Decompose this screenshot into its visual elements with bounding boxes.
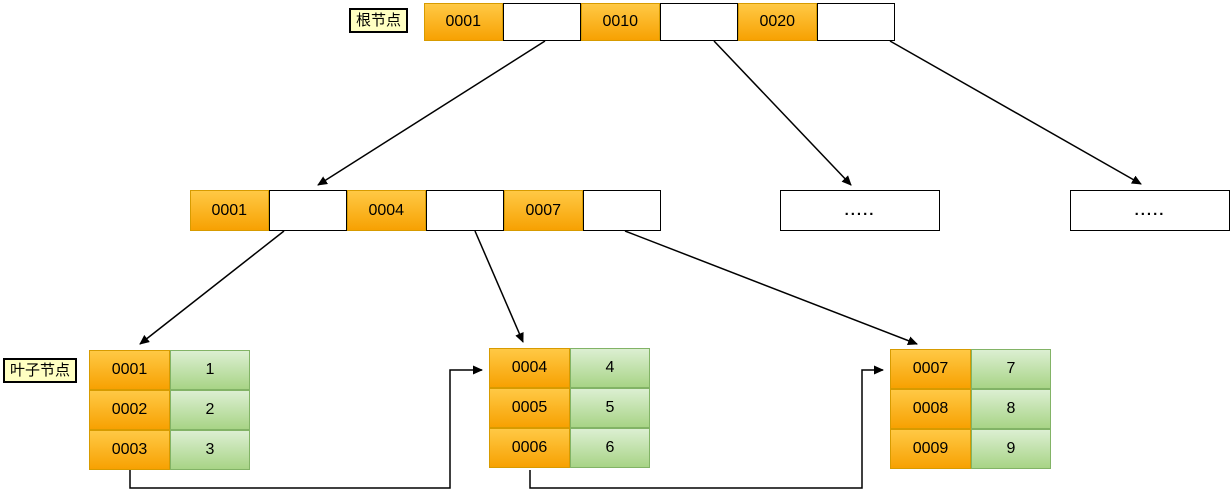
edge-internal-to-leaf-3 <box>624 230 918 345</box>
edge-root-to-collapsed-node-1 <box>713 40 852 186</box>
leaf-key-cell: 0008 <box>890 389 971 429</box>
internal-pointer-cell <box>582 190 661 231</box>
internal-key-cell: 0004 <box>347 190 426 231</box>
collapsed-internal-node: ..... <box>780 190 940 231</box>
leaf-node-label: 叶子节点 <box>3 358 78 383</box>
root-pointer-cell <box>502 3 581 41</box>
leaf-node: 0004 4 0005 5 0006 6 <box>489 348 650 468</box>
leaf-row: 0007 7 <box>890 349 1051 389</box>
root-key-cell: 0020 <box>738 3 817 41</box>
leaf-row: 0006 6 <box>489 428 650 468</box>
leaf-node: 0001 1 0002 2 0003 3 <box>89 350 250 470</box>
root-key-cell: 0010 <box>581 3 660 41</box>
leaf-value-cell: 5 <box>570 388 650 428</box>
leaf-key-cell: 0006 <box>489 428 570 468</box>
leaf-row: 0001 1 <box>89 350 250 390</box>
leaf-value-cell: 3 <box>170 430 250 470</box>
root-node-label: 根节点 <box>349 8 409 33</box>
internal-key-cell: 0001 <box>190 190 269 231</box>
leaf-row: 0004 4 <box>489 348 650 388</box>
leaf-row: 0008 8 <box>890 389 1051 429</box>
internal-pointer-cell <box>268 190 347 231</box>
leaf-value-cell: 8 <box>971 389 1051 429</box>
internal-pointer-cell <box>425 190 504 231</box>
edge-root-to-internal-node <box>317 40 546 186</box>
root-key-cell: 0001 <box>424 3 503 41</box>
internal-node: 0001 0004 0007 <box>190 190 661 231</box>
collapsed-internal-node: ..... <box>1070 190 1230 231</box>
leaf-row: 0002 2 <box>89 390 250 430</box>
leaf-node: 0007 7 0008 8 0009 9 <box>890 349 1051 469</box>
leaf-key-cell: 0003 <box>89 430 170 470</box>
internal-key-cell: 0007 <box>504 190 583 231</box>
leaf-key-cell: 0004 <box>489 348 570 388</box>
leaf-value-cell: 2 <box>170 390 250 430</box>
leaf-value-cell: 4 <box>570 348 650 388</box>
edge-internal-to-leaf-1 <box>139 230 285 345</box>
leaf-key-cell: 0009 <box>890 429 971 469</box>
leaf-key-cell: 0007 <box>890 349 971 389</box>
leaf-key-cell: 0001 <box>89 350 170 390</box>
leaf-value-cell: 6 <box>570 428 650 468</box>
leaf-row: 0005 5 <box>489 388 650 428</box>
leaf-row: 0003 3 <box>89 430 250 470</box>
edge-internal-to-leaf-2 <box>474 230 524 343</box>
root-node: 0001 0010 0020 <box>424 3 895 41</box>
edge-root-to-collapsed-node-2 <box>889 40 1142 185</box>
leaf-value-cell: 1 <box>170 350 250 390</box>
leaf-value-cell: 7 <box>971 349 1051 389</box>
root-pointer-cell <box>816 3 895 41</box>
leaf-value-cell: 9 <box>971 429 1051 469</box>
leaf-row: 0009 9 <box>890 429 1051 469</box>
leaf-key-cell: 0005 <box>489 388 570 428</box>
leaf-key-cell: 0002 <box>89 390 170 430</box>
root-pointer-cell <box>659 3 738 41</box>
